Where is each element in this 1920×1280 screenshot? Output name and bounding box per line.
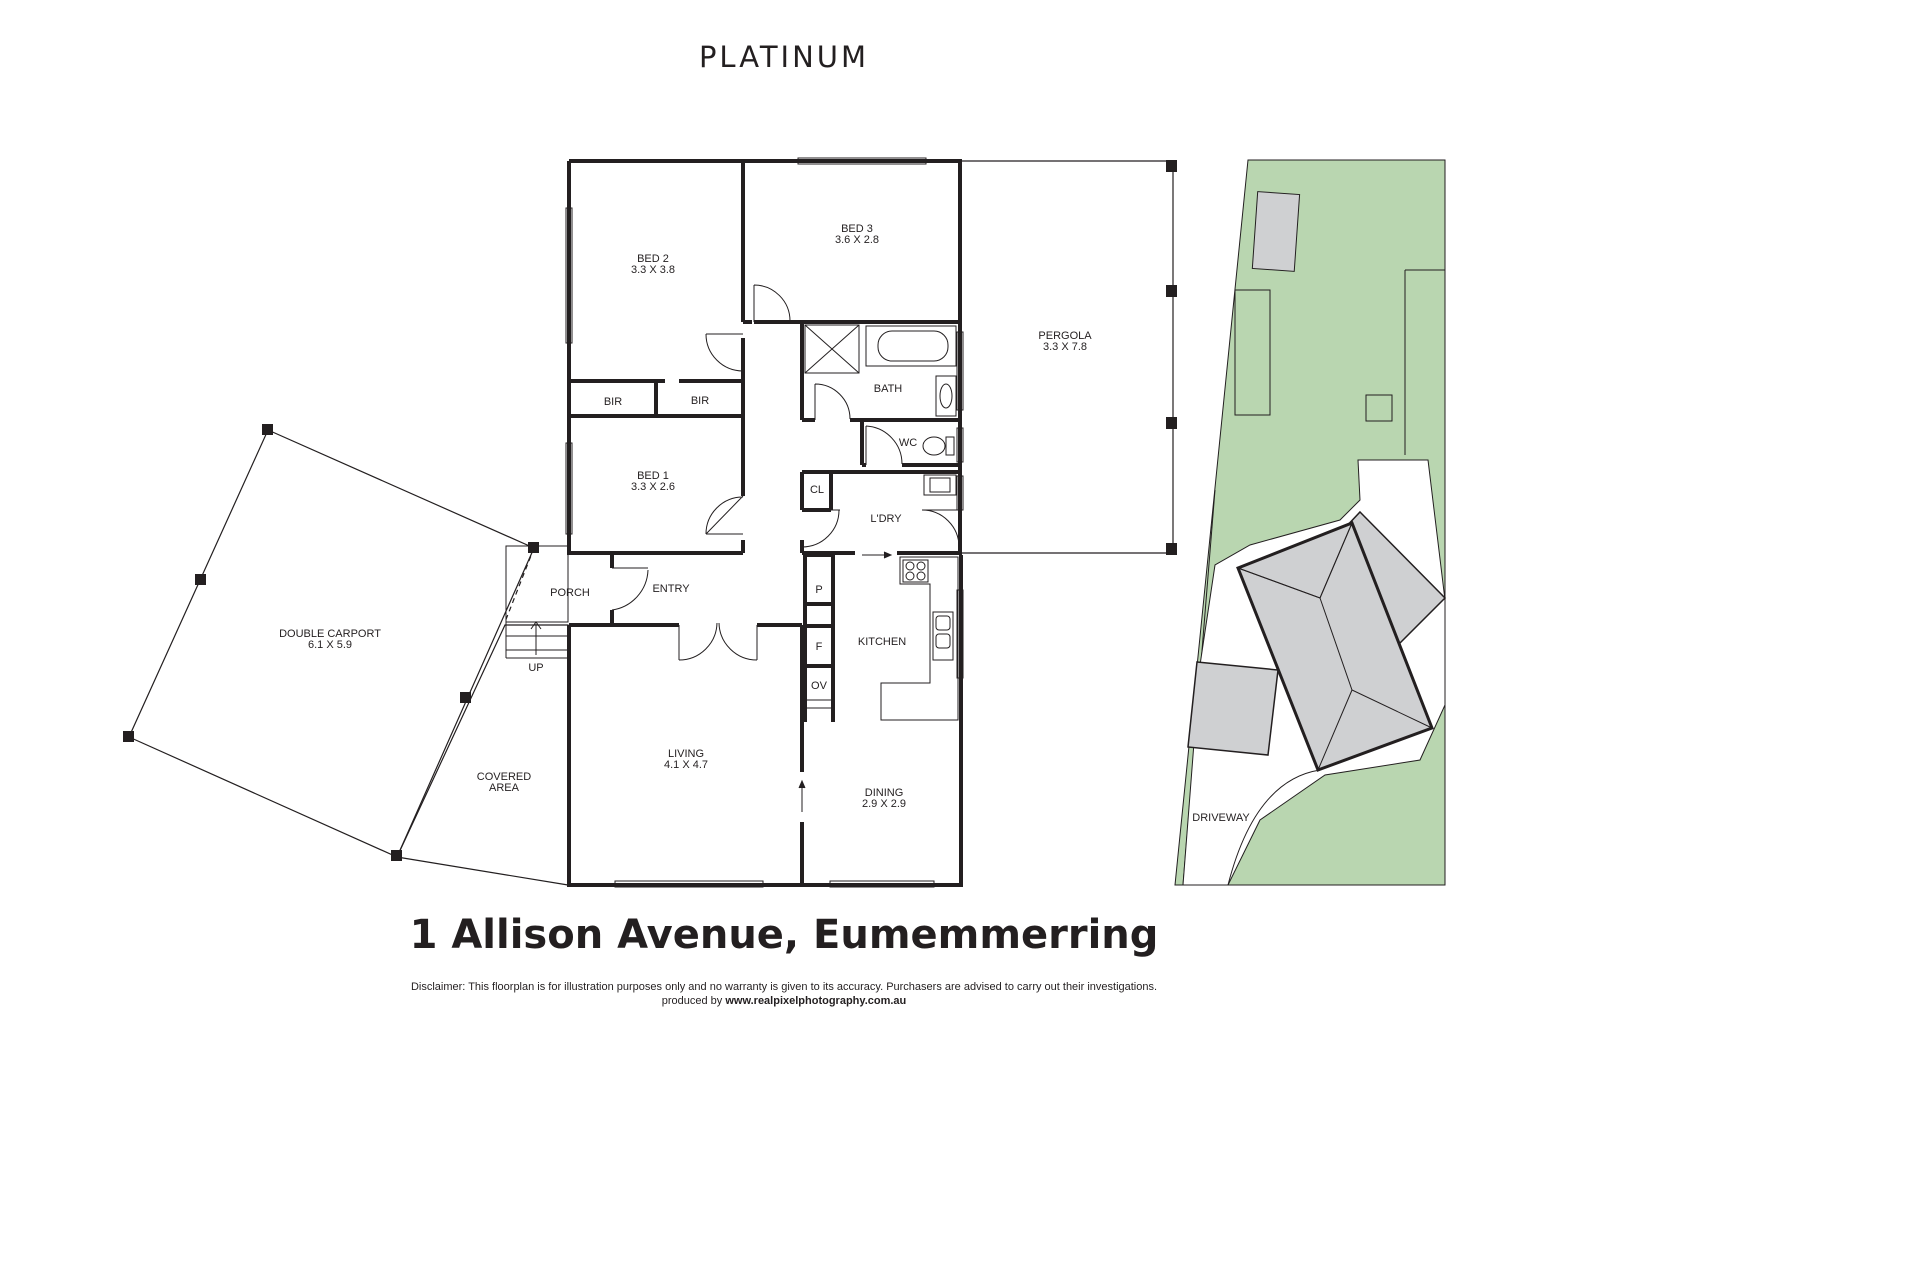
label-bir-2: BIR [691, 395, 709, 407]
shed-roof [1251, 191, 1301, 272]
carport-area [128, 429, 569, 886]
shower [804, 324, 860, 374]
cooktop [902, 559, 929, 583]
door-cl [801, 509, 840, 548]
label-covered-area-2: AREA [489, 782, 520, 794]
label-laundry: L'DRY [870, 513, 902, 525]
label-porch: PORCH [550, 587, 590, 599]
label-living-dims: 4.1 X 4.7 [664, 759, 708, 771]
disclaimer-text: Disclaimer: This floorplan is for illust… [410, 981, 1158, 993]
toilet [922, 436, 946, 456]
roof-ridge-lines [1237, 522, 1433, 771]
label-entry: ENTRY [652, 583, 690, 595]
brand-title: PLATINUM [698, 40, 870, 74]
outbuilding [1234, 289, 1271, 416]
carport-posts [123, 424, 539, 861]
label-double-carport-dims: 6.1 X 5.9 [308, 639, 352, 651]
label-bed3-dims: 3.6 X 2.8 [835, 234, 879, 246]
door-bed3 [753, 284, 791, 322]
door-wc [865, 425, 903, 465]
label-bir-1: BIR [604, 396, 622, 408]
site-plan: DRIVEWAY [1174, 159, 1447, 886]
door-bed1 [705, 495, 744, 535]
produced-prefix: produced by [661, 995, 726, 1007]
room-labels: BED 2 3.3 X 3.8 BED 3 3.6 X 2.8 PERGOLA … [279, 223, 1092, 810]
label-pergola-dims: 3.3 X 7.8 [1043, 341, 1087, 353]
door-entry [611, 567, 649, 611]
laundry-tub [923, 474, 957, 496]
label-wc: WC [899, 437, 917, 449]
door-living-right [718, 622, 758, 661]
door-ldry [921, 509, 960, 548]
bathtub [865, 325, 957, 367]
label-oven: OV [811, 680, 828, 692]
thin-details [565, 157, 964, 888]
door-bath [814, 383, 851, 420]
label-bed1: BED 1 [637, 470, 669, 482]
label-bed2: BED 2 [637, 253, 669, 265]
label-cl: CL [810, 484, 824, 496]
label-bed3: BED 3 [841, 223, 873, 235]
label-covered-area: COVERED [477, 771, 531, 783]
window-wc [956, 427, 964, 463]
label-driveway: DRIVEWAY [1192, 812, 1250, 824]
label-dining-dims: 2.9 X 2.9 [862, 798, 906, 810]
property-address: 1 Allison Avenue, Eumemmerring [409, 912, 1159, 958]
door-bed2 [705, 333, 744, 372]
label-double-carport: DOUBLE CARPORT [279, 628, 381, 640]
label-bed2-dims: 3.3 X 3.8 [631, 264, 675, 276]
carport-roof [1187, 661, 1279, 756]
label-pergola: PERGOLA [1038, 330, 1092, 342]
label-kitchen: KITCHEN [858, 636, 906, 648]
pergola [960, 160, 1177, 555]
floor-plan: DRIVEWAY [123, 157, 1447, 888]
label-bath: BATH [874, 383, 903, 395]
label-dining: DINING [865, 787, 904, 799]
label-fridge: F [816, 641, 823, 653]
produced-website: www.realpixelphotography.com.au [725, 995, 907, 1007]
produced-by: produced by www.realpixelphotography.com… [0, 994, 1568, 1008]
yard-square [1365, 394, 1393, 422]
porch-dash [504, 547, 535, 623]
label-living: LIVING [668, 748, 704, 760]
label-pantry: P [815, 584, 822, 596]
lawn-curve [1227, 769, 1321, 886]
door-living-left [678, 622, 718, 661]
sink [932, 611, 954, 661]
label-up: UP [528, 662, 543, 674]
label-bed1-dims: 3.3 X 2.6 [631, 481, 675, 493]
porch-steps [505, 545, 569, 659]
vanity [935, 375, 957, 417]
kitchen-bench [880, 556, 959, 721]
house-walls [567, 159, 963, 887]
